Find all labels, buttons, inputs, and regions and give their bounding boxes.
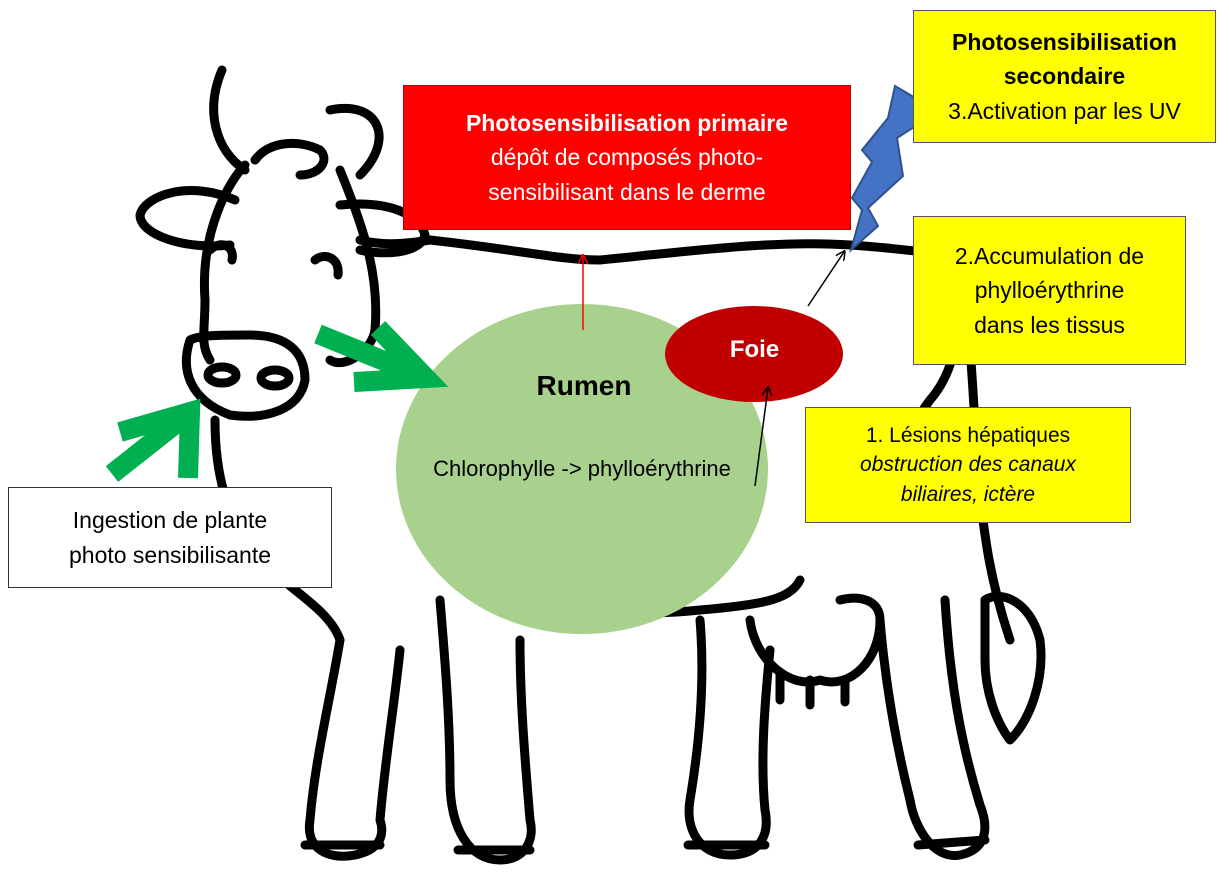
primary-title: Photosensibilisation primaire	[466, 106, 788, 141]
secondary-title-line2: secondaire	[1004, 59, 1125, 94]
rumen-title: Rumen	[484, 370, 684, 402]
lesions-line2: biliaires, ictère	[901, 480, 1035, 509]
primary-text-line1: dépôt de composés photo-	[491, 140, 763, 175]
arrow-foie-to-skin	[808, 252, 844, 306]
secondary-step: 3.Activation par les UV	[948, 94, 1181, 129]
primary-text-line2: sensibilisant dans le derme	[488, 175, 765, 210]
accumulation-line2: phylloérythrine	[975, 273, 1125, 308]
rumen-text: Chlorophylle -> phylloérythrine	[372, 456, 792, 482]
green-arrow-to-rumen	[318, 328, 426, 382]
accumulation-line3: dans les tissus	[974, 308, 1125, 343]
accumulation-box: 2.Accumulation de phylloérythrine dans l…	[913, 216, 1186, 365]
lesions-title: 1. Lésions hépatiques	[866, 421, 1070, 450]
ingestion-line2: photo sensibilisante	[69, 538, 271, 573]
ingestion-box: Ingestion de plante photo sensibilisante	[8, 487, 332, 588]
green-arrow-ingestion	[112, 412, 190, 478]
lesions-line1: obstruction des canaux	[860, 450, 1076, 479]
primary-photosensitization-box: Photosensibilisation primaire dépôt de c…	[403, 85, 851, 230]
secondary-title-line1: Photosensibilisation	[952, 25, 1177, 60]
foie-label: Foie	[666, 336, 843, 364]
ingestion-line1: Ingestion de plante	[73, 503, 267, 538]
liver-lesions-box: 1. Lésions hépatiques obstruction des ca…	[805, 407, 1131, 523]
accumulation-line1: 2.Accumulation de	[955, 239, 1144, 274]
secondary-photosensitization-box: Photosensibilisation secondaire 3.Activa…	[913, 10, 1216, 143]
